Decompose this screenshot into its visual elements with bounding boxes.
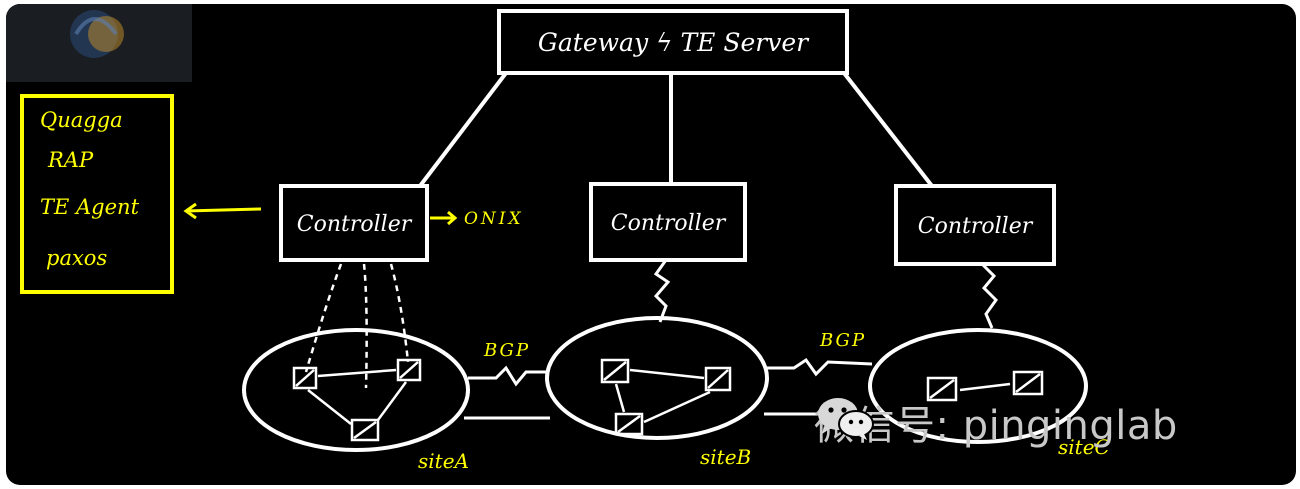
components-arrow (183, 202, 262, 220)
controller-b-box (589, 182, 747, 262)
switch-icon (350, 418, 380, 442)
component-item: TE Agent (40, 195, 140, 219)
site-logo (6, 4, 192, 82)
site-a-label: siteA (418, 449, 469, 473)
bgp-link-a-b (468, 365, 548, 387)
switch-links (959, 382, 1011, 392)
watermark-text: 微信号: pinginglab (814, 403, 1178, 449)
switch-icon (929, 379, 955, 399)
onix-label: ONIX (464, 209, 524, 229)
switch-icon (292, 366, 318, 390)
switch-links (614, 368, 711, 424)
switch-icon (1012, 370, 1044, 396)
switch-icon (603, 361, 627, 381)
switch-icon (396, 358, 422, 382)
bgp-link-b-c (766, 357, 873, 377)
bgp-label-b-c: BGP (819, 330, 866, 351)
diagram-board: Gateway ϟ TE Server Controller Controlle… (6, 4, 1296, 485)
dashed-link (389, 263, 410, 363)
switch-links (307, 368, 408, 425)
link-gateway-controller-a (418, 71, 508, 188)
switch-icon (704, 366, 732, 392)
link-gateway-controller-c (842, 71, 934, 188)
wechat-icon (818, 398, 874, 440)
watermark: 微信号: pinginglab (814, 394, 1178, 450)
onix-arrow (430, 210, 458, 226)
switch-icon (614, 412, 644, 436)
site-a-ellipse (242, 328, 470, 452)
site-b-switches (600, 358, 732, 436)
squiggle-link-b (653, 259, 671, 323)
switch-icon (926, 376, 958, 402)
switch-icon (707, 369, 729, 389)
controller-c-box (894, 184, 1056, 266)
controller-b-label: Controller (611, 211, 727, 236)
switch-icon (600, 358, 630, 384)
component-item: Quagga (40, 108, 123, 132)
switch-icon (353, 420, 377, 440)
site-c-switches (926, 370, 1044, 402)
dashed-link (362, 263, 368, 389)
switch-icon (399, 361, 419, 379)
site-logo-icon (70, 10, 124, 58)
site-c-ellipse (868, 328, 1088, 444)
component-item: paxos (46, 246, 107, 270)
switch-icon (617, 414, 641, 434)
switch-icon (1015, 373, 1041, 393)
component-item: RAP (47, 148, 94, 172)
dashed-link (304, 263, 343, 373)
gateway-label: Gateway ϟ TE Server (538, 28, 810, 57)
components-box (20, 94, 174, 294)
controller-c-label: Controller (918, 214, 1034, 239)
site-b-label: siteB (700, 445, 751, 469)
site-a-switches (292, 358, 422, 442)
squiggle-link-c (980, 262, 998, 329)
switch-icon (295, 369, 315, 387)
site-b-ellipse (545, 316, 769, 440)
bgp-label-a-b: BGP (483, 340, 530, 361)
controller-a-label: Controller (297, 212, 413, 237)
site-c-label: siteC (1058, 435, 1110, 459)
controller-a-box (279, 184, 429, 262)
